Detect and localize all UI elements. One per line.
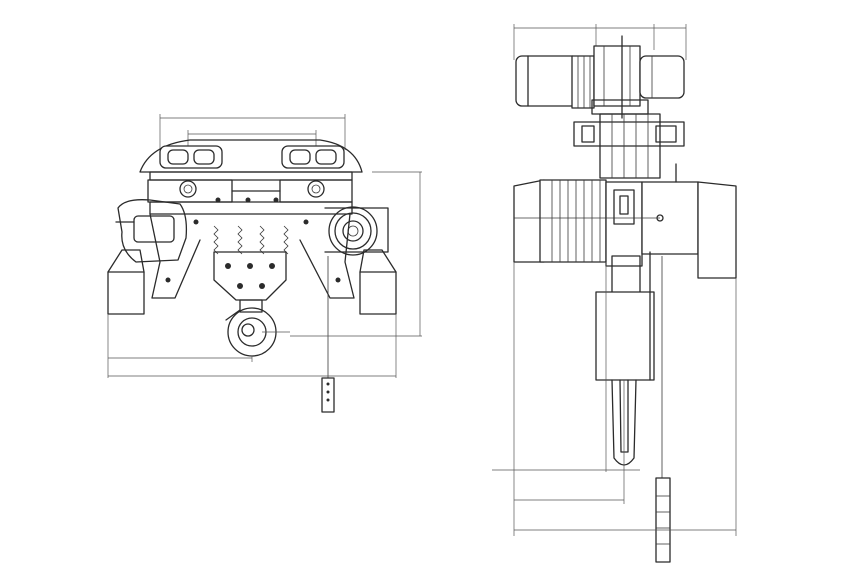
front-pendant: [321, 256, 335, 413]
side-trolley-motor: [515, 35, 685, 119]
cross-beam: [149, 197, 353, 215]
front-springs: [213, 225, 289, 255]
trolley-wheels-right: [281, 145, 345, 169]
front-top-dimensions: [159, 114, 346, 150]
side-hook-housing: [595, 251, 655, 381]
front-left-motor: [115, 199, 188, 263]
front-hook-block: [213, 251, 287, 301]
side-pendant: [655, 256, 671, 563]
side-hoist-body: [513, 163, 737, 279]
trolley-wheels-left: [159, 145, 223, 169]
side-view: [492, 24, 737, 563]
front-right-drum: [324, 206, 389, 256]
front-dimensions: [107, 171, 422, 378]
front-view: [107, 114, 422, 413]
front-counterweights: [107, 249, 397, 315]
side-extension-lines: [513, 262, 737, 536]
front-arms: [149, 213, 355, 299]
side-dimensions: [492, 469, 736, 531]
side-trolley-frame: [573, 113, 685, 179]
front-hook: [225, 299, 290, 357]
